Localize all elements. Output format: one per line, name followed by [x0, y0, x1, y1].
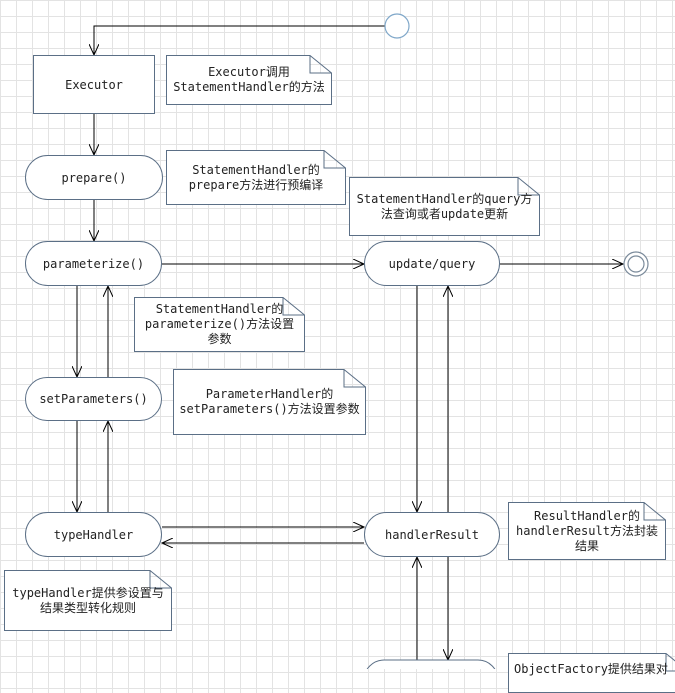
parameterize-node: parameterize() [25, 241, 162, 286]
flow-connectors [0, 13, 649, 669]
typehandler-label: typeHandler [53, 527, 134, 542]
updatequery-label: update/query [388, 256, 476, 271]
setparameters-label: setParameters() [39, 392, 148, 406]
executor-label: Executor [65, 77, 123, 92]
handlerresult-label: handlerResult [385, 527, 479, 542]
setparameters-node: setParameters() [25, 377, 162, 421]
query-note: StatementHandler的query方 法查询或者update更新 [349, 177, 540, 236]
typehandler-note: typeHandler提供参设置与 结果类型转化规则 [4, 570, 172, 631]
end-node-inner [627, 255, 645, 273]
parameterize-note: StatementHandler的 parameterize()方法设置 参数 [134, 297, 305, 352]
executor-node: Executor [33, 55, 155, 114]
typehandler-node: typeHandler [25, 512, 162, 557]
prepare-node: prepare() [25, 155, 163, 200]
parameterize-label: parameterize() [42, 256, 145, 271]
updatequery-node: update/query [364, 241, 500, 286]
prepare-note: StatementHandler的 prepare方法进行预编译 [166, 150, 346, 205]
setparameters-note: ParameterHandler的 setParameters()方法设置参数 [173, 369, 366, 435]
resulthandler-note: ResultHandler的 handlerResult方法封装 结果 [508, 502, 666, 560]
handlerresult-node: handlerResult [364, 512, 500, 557]
prepare-label: prepare() [61, 170, 127, 185]
bottom-node [366, 659, 496, 669]
bottom-right-note: ObjectFactory提供结果对 [508, 653, 675, 693]
executor-note: Executor调用 StatementHandler的方法 [166, 55, 332, 105]
start-node [384, 13, 410, 39]
arrow-start-to-executor [94, 25, 385, 55]
